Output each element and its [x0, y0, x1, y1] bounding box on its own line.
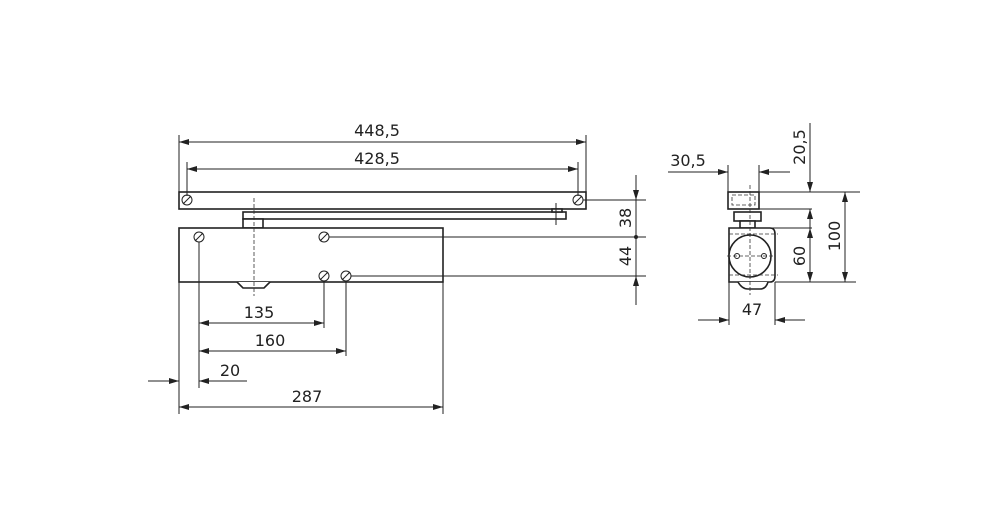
dim-20-5: 20,5 [790, 129, 809, 165]
front-view: 448,5 428,5 38 44 135 160 20 287 [148, 121, 646, 414]
dim-287: 287 [292, 387, 323, 406]
dim-100: 100 [825, 221, 844, 252]
dim-rail-holes: 428,5 [354, 149, 400, 168]
dim-47: 47 [742, 300, 762, 319]
dim-rail-overall: 448,5 [354, 121, 400, 140]
arm-section [733, 211, 762, 222]
pinion-notch [236, 281, 271, 289]
arm-pivot [242, 218, 264, 229]
dim-20: 20 [220, 361, 240, 380]
arm [242, 211, 567, 220]
side-view: 30,5 20,5 60 100 47 [668, 123, 860, 325]
rail-section [727, 191, 760, 210]
slide-rail [178, 191, 587, 210]
dim-44: 44 [616, 246, 635, 266]
dim-60: 60 [790, 246, 809, 266]
dim-160: 160 [255, 331, 286, 350]
dim-135: 135 [244, 303, 275, 322]
closer-body [178, 227, 444, 283]
dim-38: 38 [616, 208, 635, 228]
dim-30-5: 30,5 [670, 151, 706, 170]
